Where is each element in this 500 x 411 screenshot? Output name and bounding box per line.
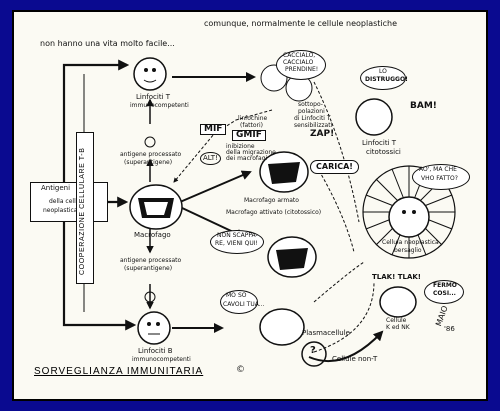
diagram-title: SORVEGLIANZA IMMUNITARIA	[34, 366, 204, 377]
mo-2: SO	[238, 292, 247, 299]
copyright-mark: ©	[236, 365, 245, 375]
ao-2: VHO FATTO?	[421, 175, 458, 182]
diagram-lines	[62, 57, 456, 367]
caccialo-3: PRENDINE!	[285, 66, 319, 73]
distruggo-2: DISTRUGGO!	[365, 76, 408, 83]
fermo-1: FERMO	[433, 282, 457, 289]
distruggo-1: LO	[379, 68, 387, 75]
bubble-distruggo: LO DISTRUGGO!	[360, 66, 408, 90]
signature-year: '86	[444, 325, 455, 333]
mo-3: CAVOLI TUA...	[223, 301, 265, 308]
macro-activated-label: Macrofago attivato (citotossico)	[226, 209, 322, 216]
cooperation-label: COOPERAZIONE CELLULARE T-B	[79, 147, 86, 275]
antigen-bottom-1: antigene processato	[120, 257, 182, 264]
bubble-mo: MO SO CAVOLI TUA...	[220, 290, 264, 314]
mif-note-2: della migrazione	[226, 149, 276, 156]
fermo-2: COSI...	[433, 290, 456, 297]
k-nk-1: Cellule	[386, 317, 407, 324]
bam-burst: BAM!	[410, 101, 437, 111]
subpop-4: sensibilizzati	[294, 122, 333, 129]
t-lymph-label-1: Linfociti T	[136, 93, 171, 101]
neoplastic-1: Cellula neoplastica	[382, 239, 439, 246]
arrow-to-t-lymph	[62, 59, 130, 192]
ao-1: AO', MA CHE	[419, 166, 457, 173]
antigen-top-2: (superantigene)	[124, 159, 173, 166]
subpop-2: polazioni	[298, 108, 325, 115]
illustration-sheet: comunque, normalmente le cellule neoplas…	[12, 10, 488, 401]
non-scappare-2: RE, VIENI QUI!	[215, 240, 258, 247]
macro-armed-label: Macrofago armato	[244, 197, 299, 204]
lymphokine-2: (fattori)	[240, 122, 263, 129]
t-cytotoxic-1: Linfociti T	[362, 139, 397, 147]
subpop-3: di Linfociti T	[294, 115, 331, 122]
non-t-label: Cellule non-T	[332, 355, 378, 363]
lymphokine-1: linfochine	[238, 115, 268, 122]
plasmacell-label: Plasmacellule	[302, 329, 350, 337]
t-lymph-label-2: immunocompetenti	[130, 102, 189, 109]
header-line-2: non hanno una vita molto facile...	[40, 39, 175, 48]
bubble-ao: AO', MA CHE VHO FATTO?	[412, 164, 470, 190]
k-nk-2: K ed NK	[386, 324, 410, 331]
non-scappare-1: NON SCAPPA-	[217, 232, 258, 239]
antigen-box-line2: della cellula	[49, 198, 85, 205]
header-line-1: comunque, normalmente le cellule neoplas…	[204, 19, 398, 28]
tlak-sound: TLAK! TLAK!	[372, 273, 421, 281]
b-lymph-label-2: immunocompetenti	[132, 356, 191, 363]
neoplastic-2: bersaglio	[394, 247, 422, 254]
macrofago-label: Macrofago	[134, 231, 171, 239]
antigen-bottom-2: (superantigene)	[124, 265, 173, 272]
antigen-top-1: antigene processato	[120, 151, 182, 158]
mif-note-3: dei macrofagi	[226, 155, 268, 162]
bubble-fermo: FERMO COSI...	[424, 280, 464, 304]
subpop-1: sottopo-	[298, 101, 323, 108]
antigen-box-line1: Antigeni	[41, 184, 71, 192]
mif-note-1: inibizione	[226, 143, 255, 150]
caccialo-2: CACCIALO	[283, 59, 314, 66]
caccialo-1: CACCIALO,	[283, 52, 316, 59]
question-mark: ?	[310, 345, 316, 356]
t-cytotoxic-2: citotossici	[366, 148, 401, 156]
mo-1: MO	[226, 292, 236, 299]
antigen-box: Antigeni della cellula neoplastica	[30, 182, 108, 222]
zap-burst: ZAP!	[310, 129, 335, 139]
arrow-to-b-lymph	[62, 207, 137, 331]
b-lymph-label-1: Linfociti B	[138, 347, 173, 355]
alt-sign: ALT!	[200, 152, 221, 166]
mif-box: MIF	[200, 124, 227, 136]
antigen-box-line3: neoplastica	[43, 207, 78, 214]
bubble-non-scappare: NON SCAPPA- RE, VIENI QUI!	[210, 230, 264, 254]
gmif-box: GMIF	[232, 130, 266, 142]
bubble-carica: CARICA!	[310, 160, 359, 175]
bubble-caccialo: CACCIALO, CACCIALO PRENDINE!	[276, 50, 326, 80]
cooperation-band: COOPERAZIONE CELLULARE T-B	[76, 132, 94, 284]
